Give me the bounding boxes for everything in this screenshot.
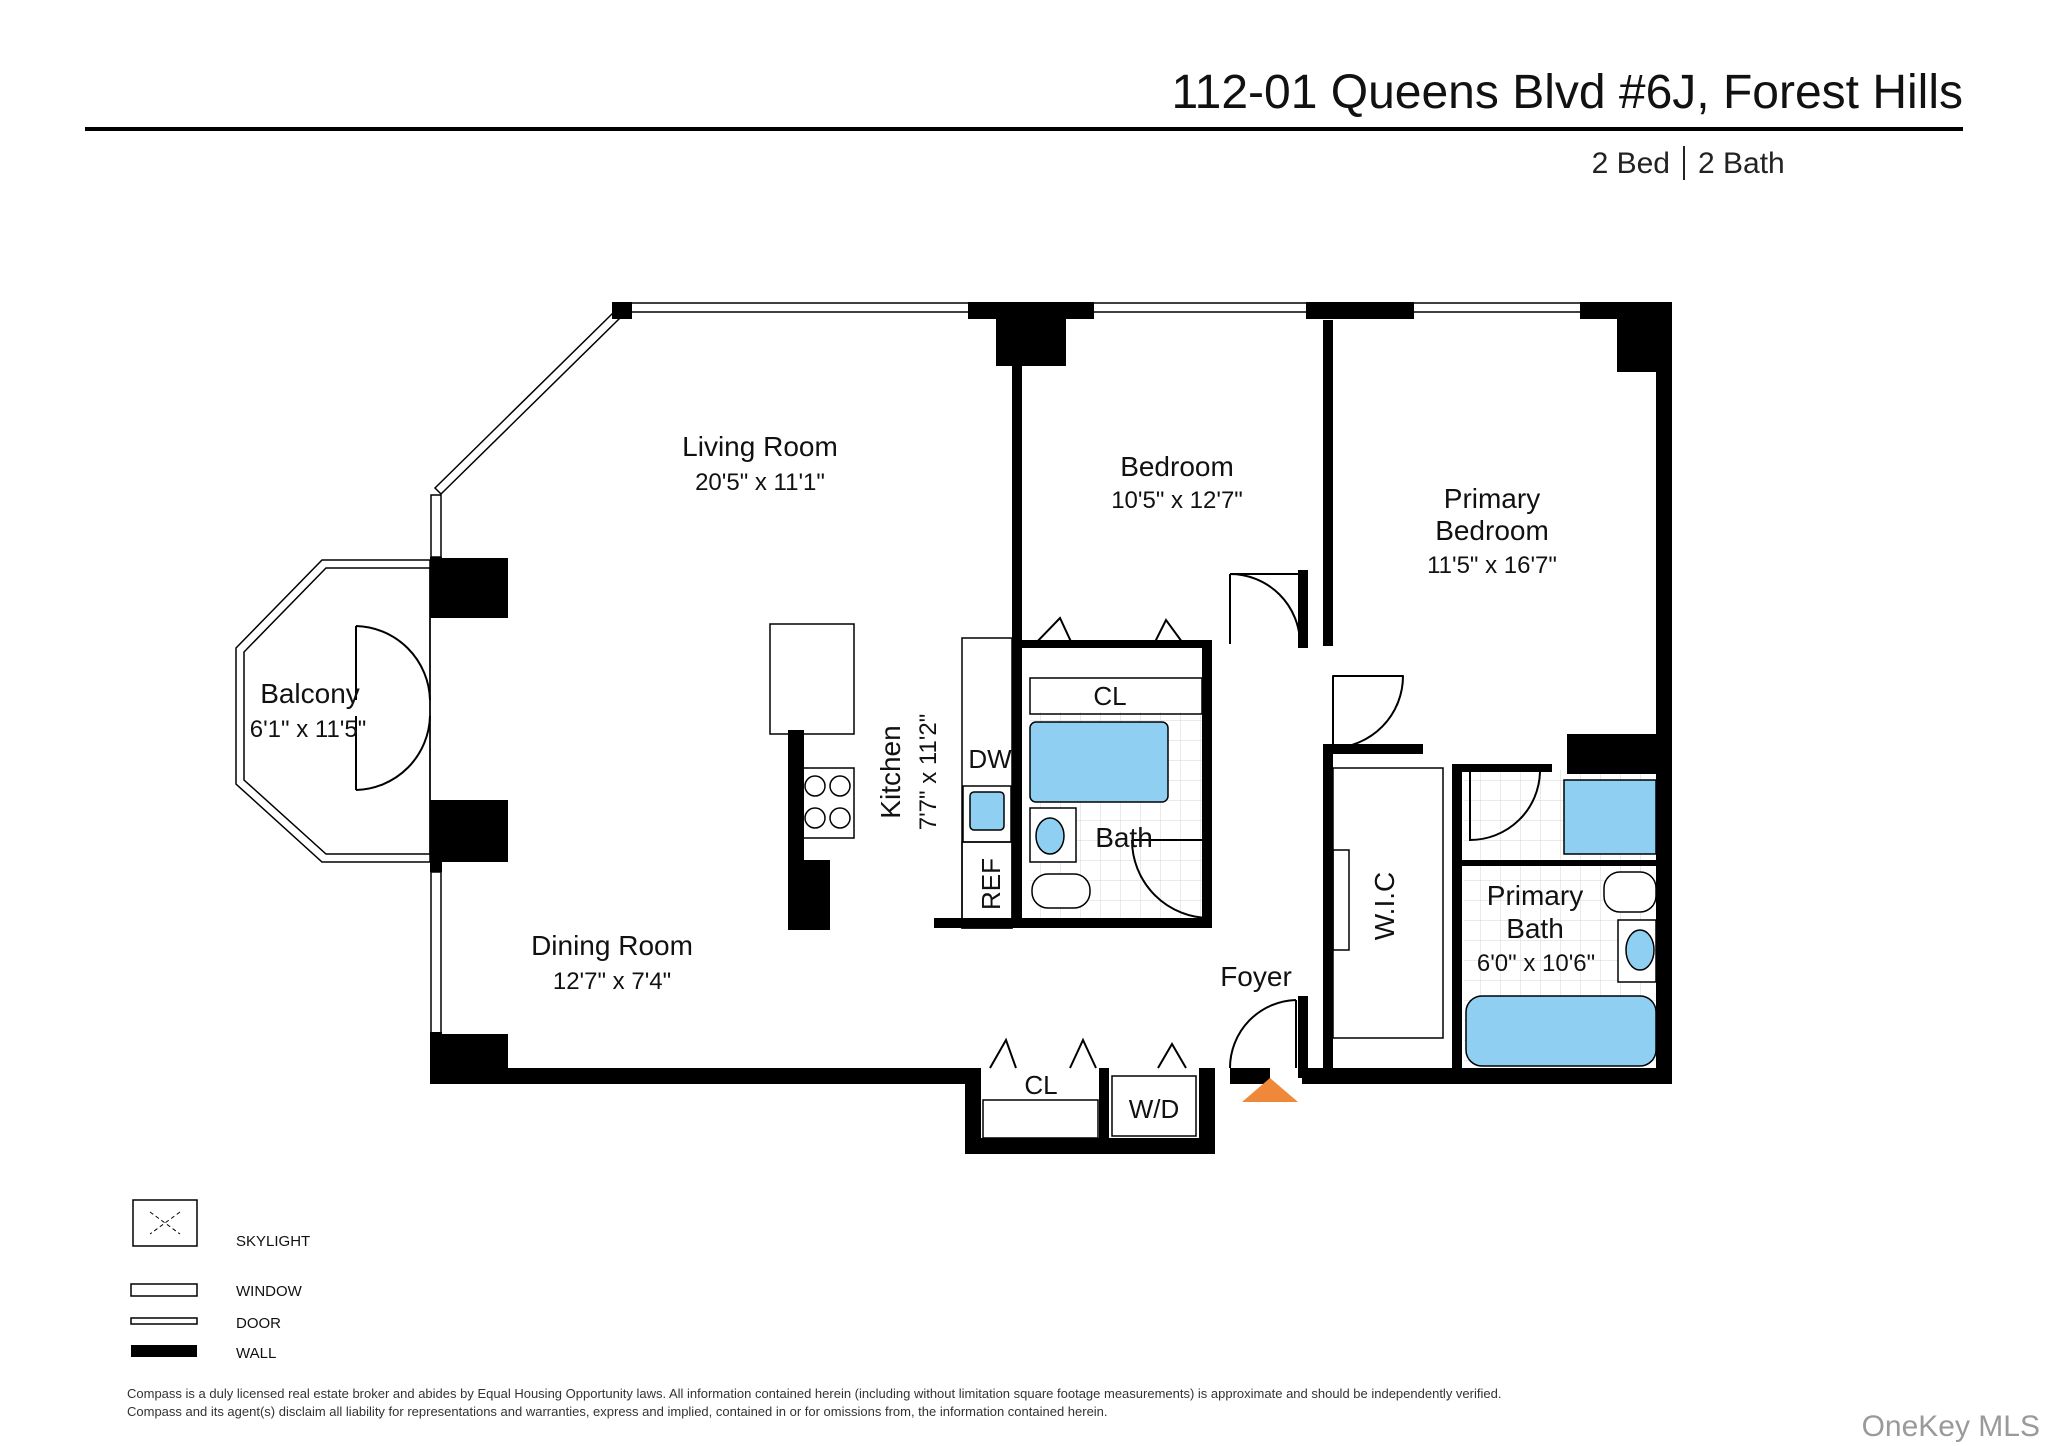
living-room-name: Living Room bbox=[682, 431, 838, 462]
refrigerator-label: REF bbox=[976, 858, 1006, 910]
stove bbox=[799, 767, 855, 839]
balcony-outline-inner bbox=[243, 567, 431, 855]
dishwasher-label: DW bbox=[968, 744, 1012, 774]
wic-shelf bbox=[1332, 849, 1350, 951]
legend-skylight: SKYLIGHT bbox=[236, 1233, 310, 1250]
balcony-dims: 6'1" x 11'5" bbox=[250, 716, 367, 743]
primary-bath-name-line2: Bath bbox=[1506, 913, 1564, 944]
bathtub bbox=[1029, 721, 1169, 803]
door-legend-icon bbox=[130, 1317, 198, 1325]
primary-bedroom-name-line2: Bedroom bbox=[1435, 515, 1549, 546]
kitchen-sink-basin bbox=[969, 791, 1005, 831]
foyer-name: Foyer bbox=[1220, 961, 1292, 992]
stove-burners-icon bbox=[804, 775, 851, 829]
bedroom-dims: 10'5" x 12'7" bbox=[1111, 487, 1243, 514]
primary-bedroom-name-line1: Primary bbox=[1444, 483, 1540, 514]
living-room-dims: 20'5" x 11'1" bbox=[695, 469, 825, 496]
washer-dryer-label: W/D bbox=[1129, 1094, 1180, 1124]
bedroom-closet-label: CL bbox=[1093, 681, 1126, 711]
window-legend-icon bbox=[130, 1283, 198, 1297]
skylight-icon bbox=[132, 1199, 198, 1247]
header-rule bbox=[85, 127, 1963, 131]
bedroom-name: Bedroom bbox=[1120, 451, 1234, 482]
bath-toilet bbox=[1031, 873, 1091, 909]
kitchen-name: Kitchen bbox=[875, 725, 906, 818]
legend-window: WINDOW bbox=[236, 1283, 303, 1300]
hall-closet bbox=[982, 1099, 1099, 1139]
bath-name: Bath bbox=[1095, 822, 1153, 853]
walls bbox=[430, 302, 1672, 1154]
disclaimer-line1: Compass is a duly licensed real estate b… bbox=[127, 1386, 1501, 1401]
disclaimer-line2: Compass and its agent(s) disclaim all li… bbox=[127, 1404, 1108, 1419]
bath-sink bbox=[1035, 817, 1065, 855]
bed-count: 2 Bed bbox=[1592, 147, 1670, 180]
bedroom-closet bbox=[1029, 677, 1203, 715]
primary-sink bbox=[1625, 929, 1655, 971]
wall-legend-icon bbox=[131, 1345, 197, 1357]
wic-name: W.I.C bbox=[1369, 872, 1400, 940]
primary-bedroom-dims: 11'5" x 16'7" bbox=[1427, 552, 1557, 579]
primary-toilet bbox=[1603, 871, 1657, 913]
dining-room-name: Dining Room bbox=[531, 930, 693, 961]
entry-arrow-icon bbox=[1242, 1078, 1298, 1102]
legend-wall: WALL bbox=[236, 1345, 276, 1362]
doors[interactable] bbox=[355, 573, 1541, 1069]
balcony-outline bbox=[235, 559, 431, 863]
dining-room-dims: 12'7" x 7'4" bbox=[553, 968, 671, 995]
kitchen-dims: 7'7" x 11'2" bbox=[915, 714, 942, 831]
balcony-name: Balcony bbox=[260, 678, 360, 709]
hall-closet-label: CL bbox=[1024, 1070, 1057, 1100]
refrigerator bbox=[961, 841, 1013, 929]
washer-dryer bbox=[1111, 1075, 1197, 1137]
bath-count: 2 Bath bbox=[1698, 147, 1785, 180]
skylight-cross-icon bbox=[149, 1211, 181, 1235]
legend: SKYLIGHT WINDOW DOOR WALL bbox=[130, 1199, 310, 1362]
primary-bath-name-line1: Primary bbox=[1487, 880, 1583, 911]
kitchen-island bbox=[769, 623, 855, 735]
primary-shower bbox=[1563, 779, 1657, 855]
primary-bath-dims: 6'0" x 10'6" bbox=[1477, 950, 1595, 977]
listing-address: 112-01 Queens Blvd #6J, Forest Hills bbox=[1172, 66, 1963, 119]
watermark: OneKey MLS bbox=[1862, 1410, 2040, 1443]
header-separator bbox=[1683, 146, 1685, 180]
legend-door: DOOR bbox=[236, 1315, 281, 1332]
primary-bathtub bbox=[1465, 995, 1657, 1067]
